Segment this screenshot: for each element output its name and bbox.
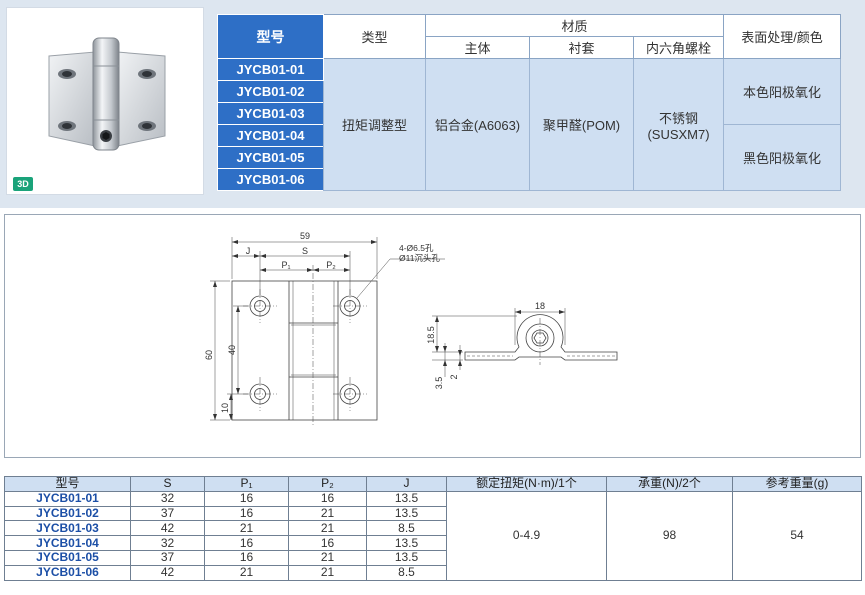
row-model: JYCB01-02: [4, 505, 131, 522]
header-material: 材质: [425, 14, 724, 37]
dim-18-5: 18.5: [426, 326, 436, 344]
row-j: 8.5: [366, 564, 447, 581]
table-row: JYCB01-01 32 16 16 13.5 0-4.9 98 54: [4, 490, 862, 581]
row-j: 13.5: [366, 490, 447, 507]
row-p2: 21: [288, 564, 367, 581]
row-p1: 16: [204, 549, 289, 566]
product-header-panel: 3D 型号 类型 材质 表面处理/颜色 主体 衬套 内六角螺栓 JYCB01-0…: [0, 0, 865, 208]
header-material-bushing: 衬套: [529, 36, 634, 59]
col-header-weight: 参考重量(g): [732, 476, 862, 492]
torque-value: 0-4.9: [446, 490, 607, 581]
model-cell: JYCB01-05: [217, 146, 324, 169]
row-p2: 21: [288, 505, 367, 522]
row-model: JYCB01-04: [4, 535, 131, 551]
row-p2: 16: [288, 535, 367, 551]
screw-material-line2: (SUSXM7): [647, 126, 710, 142]
col-header-model: 型号: [4, 476, 131, 492]
row-s: 42: [130, 520, 205, 537]
col-header-p2: P₂: [288, 476, 367, 492]
row-s: 32: [130, 490, 205, 507]
dimension-table: 型号 S P₁ P₂ J 额定扭矩(N·m)/1个 承重(N)/2个 参考重量(…: [4, 476, 862, 581]
hole-note-line2: Ø11沉头孔: [399, 253, 440, 263]
hinge-3d-image: [48, 37, 166, 151]
load-value: 98: [606, 490, 733, 581]
row-s: 37: [130, 549, 205, 566]
dim-j: J: [246, 246, 251, 256]
row-model: JYCB01-01: [4, 490, 131, 507]
row-p1: 16: [204, 535, 289, 551]
dim-60: 60: [204, 350, 214, 360]
col-header-s: S: [130, 476, 205, 492]
dim-59: 59: [300, 231, 310, 241]
row-p1: 16: [204, 505, 289, 522]
body-material-value: 铝合金(A6063): [425, 58, 530, 191]
dim-2: 2: [449, 374, 459, 379]
row-p1: 21: [204, 520, 289, 537]
model-cell: JYCB01-01: [217, 58, 324, 81]
screw-material-line1: 不锈钢: [658, 110, 698, 126]
row-j: 13.5: [366, 505, 447, 522]
col-header-j: J: [366, 476, 447, 492]
technical-drawing: 59 J S P₁ P₂ 4-Ø6.5孔 Ø11沉头孔 60 40 10: [204, 231, 618, 427]
spec-table: 型号 类型 材质 表面处理/颜色 主体 衬套 内六角螺栓 JYCB01-01 扭…: [217, 14, 841, 191]
dim-p1: P₁: [281, 260, 290, 270]
row-s: 32: [130, 535, 205, 551]
table-row: JYCB01-06 42 21 21 8.5: [4, 564, 862, 581]
model-cell: JYCB01-03: [217, 102, 324, 125]
row-model: JYCB01-03: [4, 520, 131, 537]
surface-value-natural: 本色阳极氧化: [723, 58, 841, 125]
model-cell: JYCB01-02: [217, 80, 324, 103]
table-row: JYCB01-03 42 21 21 8.5: [4, 520, 862, 537]
surface-value-black: 黑色阳极氧化: [723, 124, 841, 191]
header-material-screw: 内六角螺栓: [633, 36, 724, 59]
row-p2: 16: [288, 490, 367, 507]
dim-p2: P₂: [326, 260, 336, 270]
col-header-load: 承重(N)/2个: [606, 476, 733, 492]
dim-3-5: 3.5: [434, 377, 444, 390]
model-cell: JYCB01-04: [217, 124, 324, 147]
weight-value: 54: [732, 490, 862, 581]
col-header-p1: P₁: [204, 476, 289, 492]
row-j: 13.5: [366, 535, 447, 551]
dim-18: 18: [535, 301, 545, 311]
row-j: 13.5: [366, 549, 447, 566]
row-s: 42: [130, 564, 205, 581]
header-material-body: 主体: [425, 36, 530, 59]
row-p1: 16: [204, 490, 289, 507]
row-p1: 21: [204, 564, 289, 581]
technical-drawing-panel: 59 J S P₁ P₂ 4-Ø6.5孔 Ø11沉头孔 60 40 10: [4, 214, 861, 458]
dim-s: S: [302, 246, 308, 256]
row-model: JYCB01-06: [4, 564, 131, 581]
product-image: [6, 7, 204, 195]
header-model: 型号: [217, 14, 324, 59]
row-s: 37: [130, 505, 205, 522]
model-cell: JYCB01-06: [217, 168, 324, 191]
header-type: 类型: [323, 14, 426, 59]
screw-material-value: 不锈钢 (SUSXM7): [633, 58, 724, 191]
dim-10: 10: [220, 403, 230, 413]
row-p2: 21: [288, 520, 367, 537]
header-surface: 表面处理/颜色: [723, 14, 841, 59]
row-model: JYCB01-05: [4, 549, 131, 566]
row-j: 8.5: [366, 520, 447, 537]
3d-badge[interactable]: 3D: [13, 177, 33, 191]
dim-40: 40: [227, 345, 237, 355]
table-row: JYCB01-04 32 16 16 13.5: [4, 535, 862, 551]
row-p2: 21: [288, 549, 367, 566]
col-header-torque: 额定扭矩(N·m)/1个: [446, 476, 607, 492]
type-value: 扭矩调整型: [323, 58, 426, 191]
bushing-material-value: 聚甲醛(POM): [529, 58, 634, 191]
hole-note-line1: 4-Ø6.5孔: [399, 243, 434, 253]
